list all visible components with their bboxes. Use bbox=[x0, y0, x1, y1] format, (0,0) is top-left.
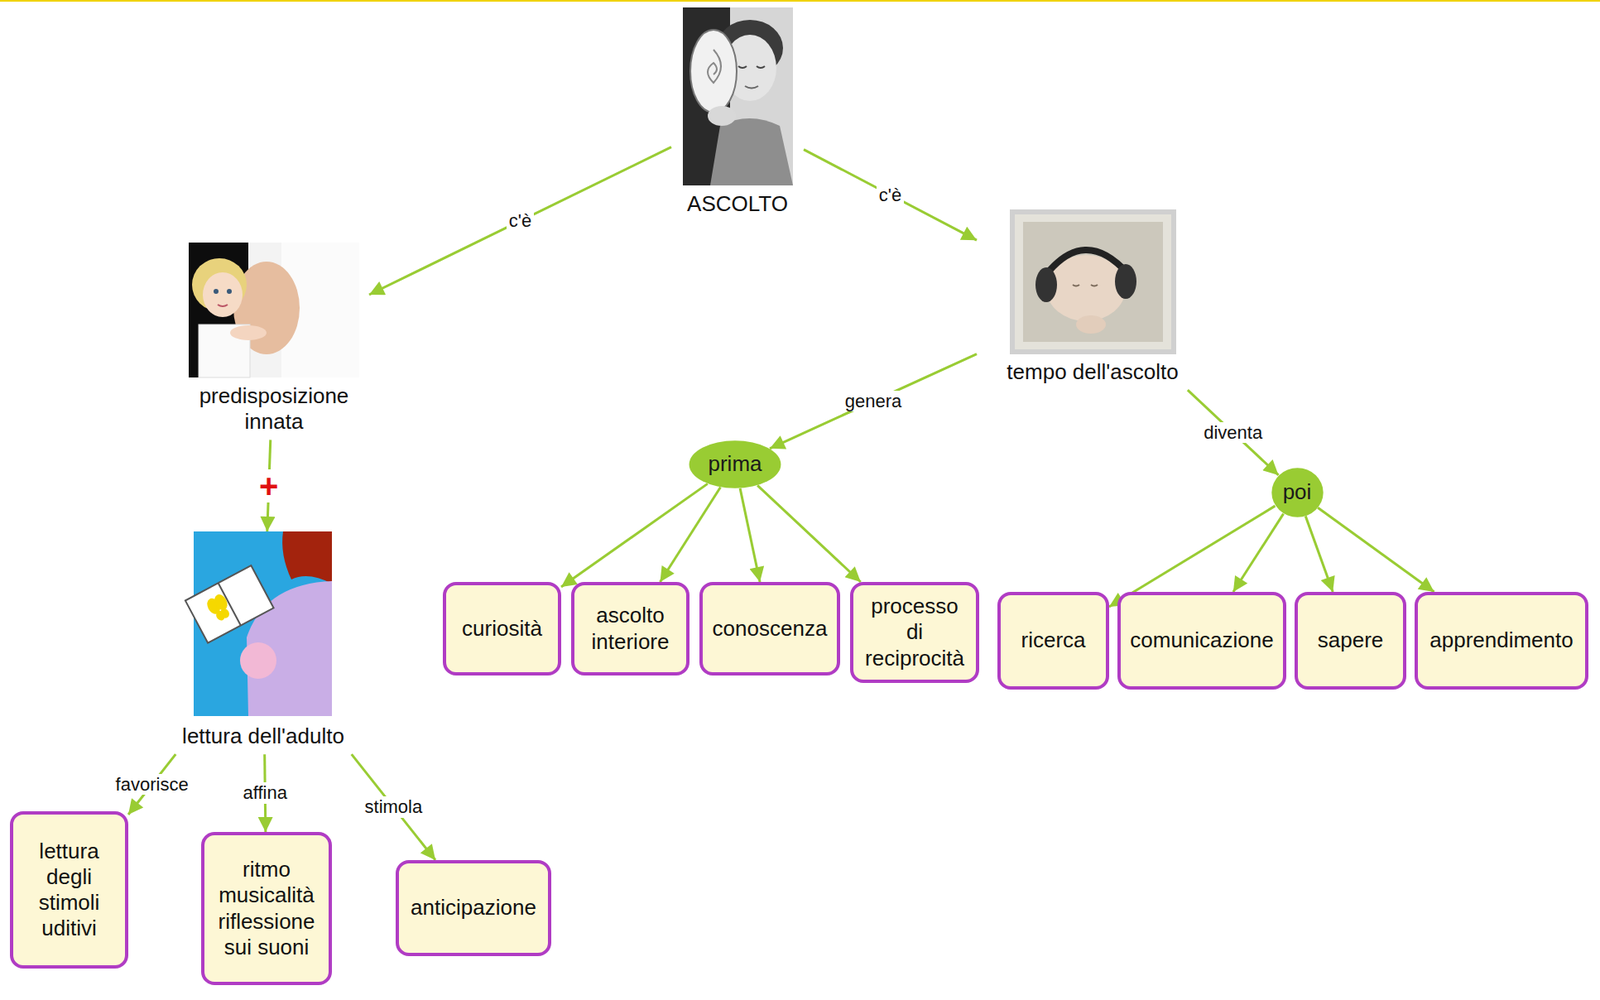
concept-text: sapere bbox=[1317, 627, 1384, 654]
ellipse-fill bbox=[1271, 467, 1323, 517]
concept-box: comunicazione bbox=[1117, 591, 1287, 690]
connector bbox=[769, 354, 977, 449]
connector bbox=[757, 485, 861, 582]
edge-label: + bbox=[256, 469, 281, 503]
concept-box: ricerca bbox=[997, 591, 1110, 690]
picture-caption: lettura dell'adulto bbox=[143, 723, 384, 750]
child-belly-photo bbox=[188, 242, 360, 378]
concept-text: ascolto interiore bbox=[582, 602, 678, 654]
reading-cartoon bbox=[185, 531, 332, 716]
concept-text: anticipazione bbox=[410, 894, 537, 921]
concept-text: lettura degli stimoli uditivi bbox=[21, 838, 117, 942]
concept-box: anticipazione bbox=[395, 860, 552, 957]
edge-label: c'è bbox=[506, 210, 534, 231]
concept-box: lettura degli stimoli uditivi bbox=[9, 811, 129, 969]
ellipse-node: poi bbox=[1271, 467, 1324, 518]
ellipse-node: prima bbox=[688, 440, 782, 489]
picture-node: lettura dell'adulto bbox=[143, 531, 384, 755]
concept-text: ritmo musicalità riflessione sui suoni bbox=[212, 856, 321, 961]
concept-box: curiosità bbox=[442, 581, 562, 676]
edge-label: affina bbox=[240, 782, 290, 803]
picture-caption: ASCOLTO bbox=[671, 191, 804, 217]
picture-node: predisposizione innata bbox=[178, 242, 370, 440]
edge-label: diventa bbox=[1201, 422, 1265, 443]
edge-label: favorisce bbox=[113, 773, 192, 795]
picture-caption: predisposizione innata bbox=[178, 383, 370, 435]
concept-box: sapere bbox=[1294, 591, 1407, 690]
picture-caption: tempo dell'ascolto bbox=[976, 359, 1209, 385]
concept-text: apprendimento bbox=[1429, 627, 1573, 654]
ellipse-fill bbox=[689, 440, 782, 488]
connector bbox=[660, 487, 721, 582]
ellipse-text: poi bbox=[1282, 479, 1312, 505]
concept-text: comunicazione bbox=[1129, 627, 1274, 654]
concept-box: ritmo musicalità riflessione sui suoni bbox=[201, 831, 332, 985]
ellipse-text: prima bbox=[707, 451, 762, 477]
picture-node: ASCOLTO bbox=[671, 7, 804, 222]
connector bbox=[1187, 389, 1279, 476]
connector bbox=[369, 147, 672, 295]
concept-text: conoscenza bbox=[712, 615, 828, 642]
picture-node: tempo dell'ascolto bbox=[976, 211, 1209, 390]
edge-label: c'è bbox=[876, 184, 904, 206]
connector bbox=[561, 483, 708, 587]
connector bbox=[803, 149, 977, 241]
concept-box: processo di reciprocità bbox=[850, 581, 980, 683]
concept-text: ricerca bbox=[1020, 627, 1086, 654]
connector bbox=[351, 754, 436, 861]
concept-text: curiosità bbox=[461, 615, 543, 642]
connector bbox=[1233, 514, 1284, 592]
top-rule bbox=[0, 0, 1600, 2]
concept-text: processo di reciprocità bbox=[861, 593, 968, 672]
boy-shell-photo bbox=[682, 7, 793, 186]
connector bbox=[1317, 507, 1435, 592]
concept-box: conoscenza bbox=[699, 581, 841, 676]
connector bbox=[1305, 515, 1333, 592]
edge-label: genera bbox=[842, 390, 905, 412]
concept-box: apprendimento bbox=[1414, 591, 1589, 690]
baby-headphones-photo bbox=[1012, 211, 1174, 352]
connector bbox=[739, 488, 760, 582]
edge-label: stimola bbox=[362, 796, 426, 817]
concept-box: ascolto interiore bbox=[571, 581, 690, 676]
